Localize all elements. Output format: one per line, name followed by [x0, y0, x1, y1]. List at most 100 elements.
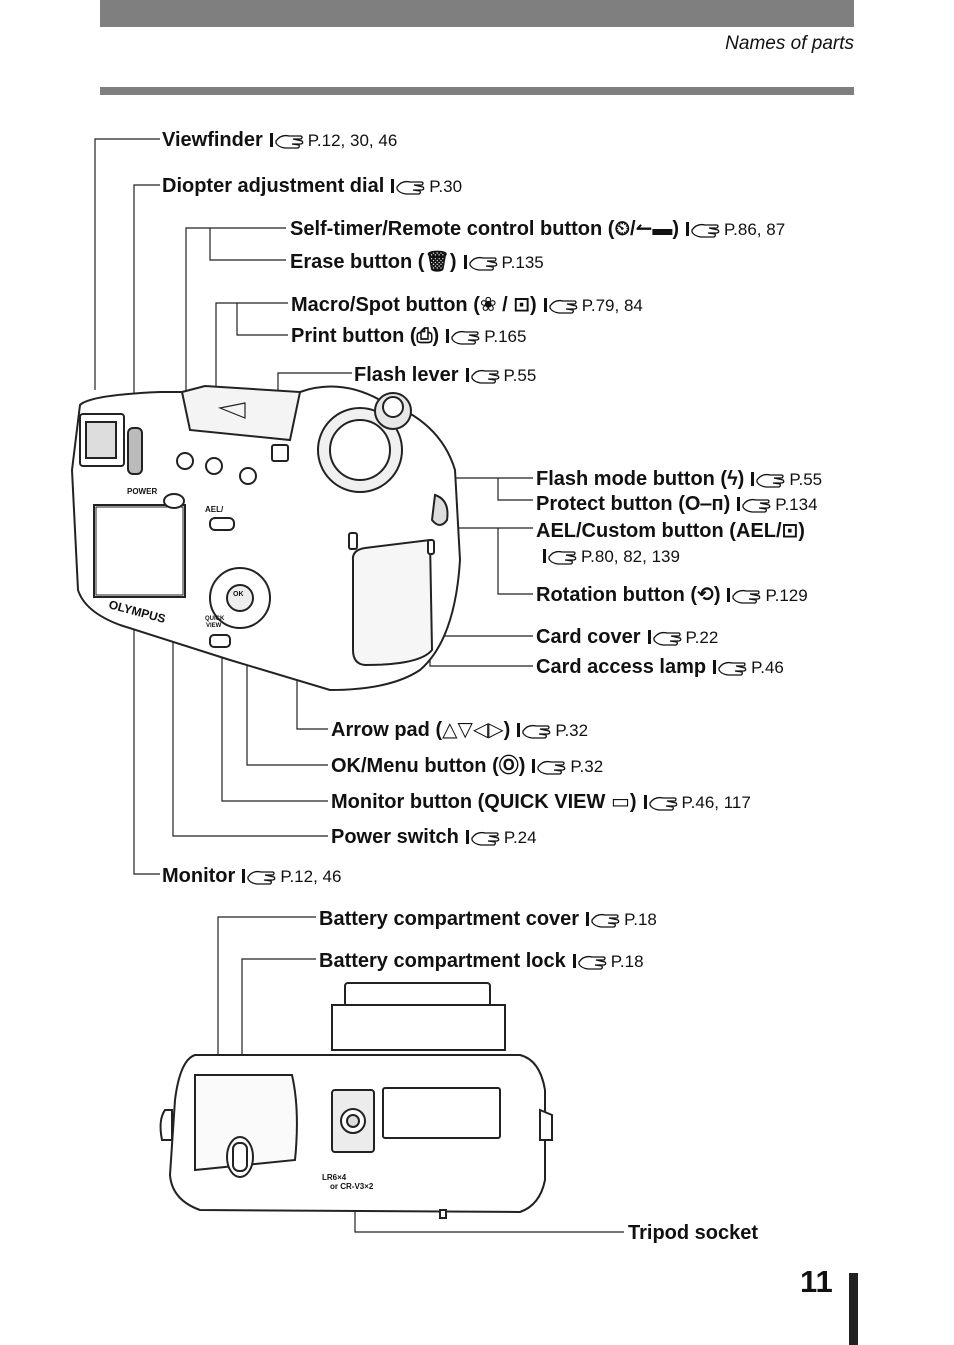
- page-reference: P.12, 46: [280, 867, 342, 886]
- button-symbol-icon: ⏲/↼▬): [614, 218, 680, 240]
- callout-name: Monitor: [162, 865, 236, 887]
- header-bottom-bar: [100, 87, 854, 95]
- callout-name: Print button (: [291, 325, 417, 347]
- button-symbol-icon: ❀ / ⊡): [479, 294, 537, 316]
- lens-barrel-top: [344, 982, 491, 1007]
- callout-name: Self-timer/Remote control button (: [290, 218, 615, 240]
- page-reference: P.55: [789, 470, 823, 489]
- page-reference-icon: [510, 719, 555, 741]
- button-symbol-icon: ⎙): [416, 325, 440, 347]
- page-reference: P.165: [484, 327, 527, 346]
- battery-type-text-2: or CR-V3×2: [330, 1182, 374, 1191]
- callout-name: Card access lamp: [536, 656, 707, 678]
- battery-cover: [194, 1074, 298, 1172]
- page-reference: P.32: [570, 757, 604, 776]
- callout-bottom-3: Power switch P.24: [331, 826, 537, 849]
- callout-name: Battery compartment lock: [319, 950, 566, 972]
- page-reference: P.32: [555, 721, 589, 740]
- button-symbol-icon: ϟ): [727, 468, 745, 490]
- page-tab-marker: [849, 1273, 858, 1345]
- callout-top-6: Flash lever P.55: [354, 364, 536, 387]
- page-reference-icon: [720, 584, 765, 606]
- camera-ok-text: OK: [233, 591, 244, 598]
- callout-right-3: P.80, 82, 139: [536, 545, 680, 568]
- callout-name: Flash lever: [354, 364, 459, 386]
- page-reference-icon: [579, 908, 624, 930]
- callout-bottom-1: OK/Menu button (Ⓞ)P.32: [331, 755, 603, 778]
- monitor-button: [209, 634, 231, 648]
- page-reference: P.18: [610, 952, 644, 971]
- page-reference: P.129: [765, 586, 808, 605]
- camera-bottom-illustration: [159, 982, 553, 1219]
- page-reference: P.86, 87: [724, 220, 786, 239]
- page-reference: P.24: [503, 828, 537, 847]
- callout-bottom-4: Monitor P.12, 46: [162, 865, 341, 888]
- leader-flash-mode: [497, 477, 533, 501]
- callout-name: Flash mode button (: [536, 468, 728, 490]
- button-symbol-icon: 🗑): [424, 251, 457, 273]
- callout-top-2: Self-timer/Remote control button (⏲/↼▬) P…: [290, 218, 785, 241]
- callout-name: Tripod socket: [628, 1222, 759, 1244]
- page-reference-icon: [536, 545, 581, 567]
- button-symbol-icon: △▽◁▷): [442, 719, 511, 741]
- header-top-bar: [100, 0, 854, 27]
- page-reference: P.134: [775, 495, 818, 514]
- page-reference-icon: [744, 468, 789, 490]
- page-reference-icon: [641, 626, 686, 648]
- leader-selftimer: [185, 227, 286, 440]
- page-reference: P.12, 30, 46: [307, 131, 398, 150]
- callout-name: Power switch: [331, 826, 459, 848]
- callout-name: OK/Menu button (: [331, 755, 499, 777]
- callout-name: Card cover: [536, 626, 641, 648]
- leader-rotation: [497, 528, 533, 595]
- leader-diopter: [133, 184, 160, 420]
- monitor-screen: [93, 504, 186, 598]
- callout-bottom-2: Monitor button (QUICK VIEW ▭)P.46, 117: [331, 791, 751, 814]
- callout-name: Protect button (: [536, 493, 685, 515]
- page-reference-icon: [525, 755, 570, 777]
- page-reference-icon: [679, 218, 724, 240]
- callout-right-2: AEL/Custom button (AEL/⊡): [536, 520, 805, 542]
- callout-right-1: Protect button (O‒ᴨ)P.134: [536, 493, 818, 516]
- leader-monitor-button: [221, 650, 328, 802]
- callout-top-3: Erase button (🗑)P.135: [290, 251, 544, 274]
- page-reference-icon: [459, 826, 504, 848]
- leader-monitor: [133, 570, 160, 875]
- callout-right-6: Card access lamp P.46: [536, 656, 784, 679]
- page-reference-icon: [730, 493, 775, 515]
- page-number: 11: [800, 1264, 833, 1299]
- callout-name: Battery compartment cover: [319, 908, 580, 930]
- page-reference: P.135: [501, 253, 544, 272]
- callout-right-5: Card cover P.22: [536, 626, 718, 649]
- callout-right-0: Flash mode button (ϟ) P.55: [536, 468, 822, 491]
- page-reference: P.55: [503, 366, 537, 385]
- callout-battery-2: Tripod socket: [628, 1222, 758, 1244]
- section-title: Names of parts: [725, 33, 854, 54]
- page-reference-icon: [637, 791, 682, 813]
- page-reference-icon: [706, 656, 751, 678]
- page-reference-icon: [235, 865, 280, 887]
- page-reference-icon: [459, 364, 504, 386]
- callout-name: Rotation button (: [536, 584, 698, 606]
- leader-print: [236, 303, 288, 336]
- page-reference-icon: [457, 251, 502, 273]
- button-symbol-icon: ⊡): [781, 520, 805, 542]
- page-reference: P.80, 82, 139: [581, 547, 680, 566]
- page-reference: P.46: [751, 658, 784, 677]
- page-reference: P.30: [429, 177, 463, 196]
- leader-erase: [209, 228, 286, 261]
- battery-type-text-1: LR6×4: [322, 1173, 347, 1182]
- card-cover-panel: [351, 538, 434, 667]
- page-reference: P.18: [624, 910, 657, 929]
- callout-battery-1: Battery compartment lock P.18: [319, 950, 644, 973]
- ael-button: [209, 517, 235, 531]
- callout-name: Macro/Spot button (: [291, 294, 480, 316]
- leader-viewfinder: [94, 138, 160, 390]
- power-switch: [163, 493, 185, 509]
- page-reference-icon: [263, 129, 308, 151]
- page-reference: P.22: [685, 628, 719, 647]
- camera-view-text: VIEW: [206, 623, 222, 629]
